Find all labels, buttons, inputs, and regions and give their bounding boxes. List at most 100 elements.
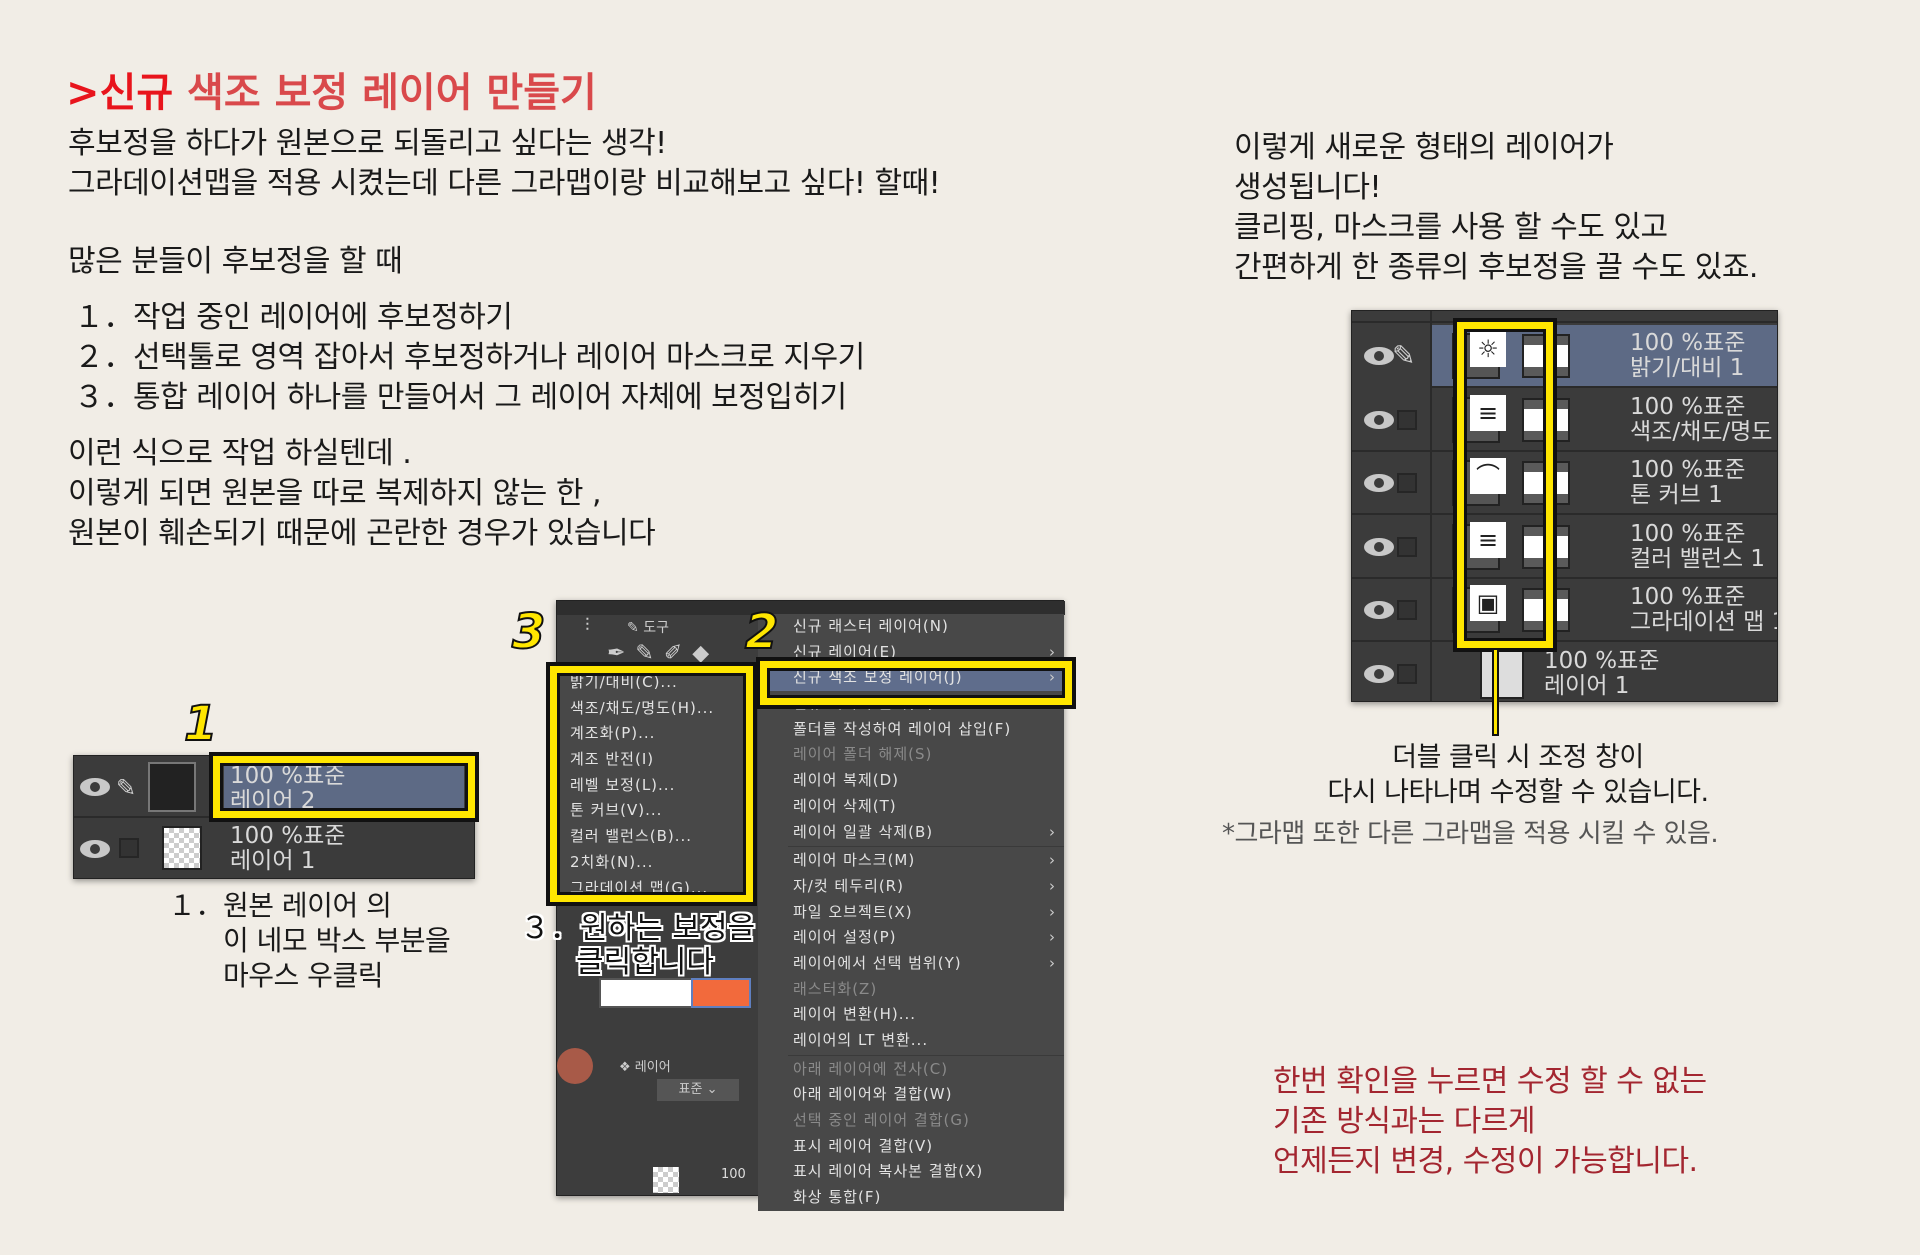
menu-item[interactable]: 표시 레이어 복사본 결합(X): [758, 1159, 1064, 1185]
menu-item[interactable]: 자/컷 테두리(R)›: [758, 874, 1064, 900]
eye-icon[interactable]: [1364, 537, 1394, 556]
blend-mode-select[interactable]: 표준 ⌄: [657, 1079, 739, 1101]
chevron-right-icon: ›: [1049, 902, 1056, 921]
menu-item[interactable]: 폴더를 작성하여 레이어 삽입(F): [758, 717, 1064, 743]
submenu-item[interactable]: 컬러 밸런스(B)...: [570, 827, 693, 846]
layer-thumbnail[interactable]: [1480, 648, 1524, 699]
submenu-item[interactable]: 계조화(P)...: [570, 724, 656, 743]
eye-icon[interactable]: [1364, 474, 1394, 492]
menu-item[interactable]: 신규 색조 보정 레이어(J) ›: [758, 665, 1064, 692]
menu-item-label: 레이어에서 선택 범위(Y): [793, 953, 962, 972]
menu-item[interactable]: 레이어 복제(D): [758, 768, 1064, 794]
menu-item-label: 신규 색조 보정 레이어(J): [793, 668, 963, 687]
pencil-icon: ✎: [627, 620, 644, 636]
layer-thumbnail[interactable]: [162, 826, 202, 870]
menu-item[interactable]: 아래 레이어와 결합(W): [758, 1082, 1064, 1108]
menu-item-label: 레이어 일괄 삭제(B): [793, 822, 934, 841]
menu-item[interactable]: 표시 레이어 결합(V): [758, 1134, 1064, 1160]
checkbox[interactable]: [1397, 473, 1417, 493]
eye-icon[interactable]: [80, 778, 110, 796]
step3-number: 3: [511, 604, 546, 660]
submenu-item[interactable]: 계조 반전(I): [570, 750, 655, 769]
eye-icon[interactable]: [1364, 410, 1394, 429]
menu-item[interactable]: 레이어에서 선택 범위(Y)›: [758, 951, 1064, 977]
menu-item-label: 신규 래스터 레이어(N): [793, 617, 949, 635]
step1-number: 1: [183, 696, 218, 752]
menu-item-label: 레이어 설정(P): [793, 928, 897, 947]
main-color-swatch[interactable]: [599, 978, 695, 1008]
checkbox[interactable]: [119, 838, 139, 858]
menu-item[interactable]: 신규 래스터 레이어(N): [758, 614, 1064, 640]
adjustment-icon: ▣: [1470, 585, 1506, 621]
menu-item[interactable]: 레이어 설정(P) ›: [758, 925, 1064, 951]
menu-item[interactable]: 파일 오브젝트(X)›: [758, 900, 1064, 926]
menu-item[interactable]: 레이어의 LT 변환...: [758, 1028, 1064, 1054]
menu-item[interactable]: 레이어 폴더 해제(S): [758, 742, 1064, 768]
menu-item[interactable]: 레이어 변환(H)...: [758, 1002, 1064, 1028]
checkbox[interactable]: [1397, 409, 1417, 430]
submenu-item[interactable]: 2치화(N)...: [570, 852, 654, 871]
eye-icon[interactable]: [80, 840, 110, 858]
pencil-icon: ✎: [1392, 339, 1416, 372]
menu-separator: [788, 1054, 1064, 1056]
menu-item[interactable]: 레이어 마스크(M) ›: [758, 848, 1064, 874]
gradient-map-note: *그라맵 또한 다른 그라맵을 적용 시킬 수 있음.: [1222, 819, 1719, 849]
menu-item-label: 선택 중인 레이어 결합(G): [793, 1111, 970, 1130]
menu-item[interactable]: 화상 통합(F): [758, 1185, 1064, 1211]
highlight-box-step1: [209, 752, 479, 822]
tab-tool[interactable]: ✎ 도구: [627, 620, 669, 636]
checkbox[interactable]: [1397, 536, 1417, 557]
menu-item-label: 레이어 마스크(M): [793, 851, 916, 870]
adjustment-icon: ☼: [1470, 331, 1506, 367]
menu-item[interactable]: 신규 레이어(E) ›: [758, 640, 1064, 666]
eye-icon[interactable]: [1364, 664, 1394, 683]
color-correction-submenu: 밝기/대비(C)... 색조/채도/명도(H)... 계조화(P)... 계조 반전(…: [556, 670, 751, 902]
submenu-item[interactable]: 밝기/대비(C)...: [570, 673, 678, 691]
layer-thumbnail[interactable]: [148, 762, 196, 812]
step2-number: 2: [744, 604, 779, 660]
tool-icons[interactable]: ✒✎✐◆: [607, 641, 720, 666]
intro-text: 후보정을 하다가 원본으로 되돌리고 싶다는 생각!그라데이션맵을 적용 시켰는…: [68, 126, 941, 201]
chevron-right-icon: ›: [1049, 851, 1056, 870]
settings-icon: ⫶: [585, 615, 590, 636]
menu-item-label: 표시 레이어 결합(V): [793, 1136, 934, 1155]
menu-item-label: 레이어의 LT 변환...: [793, 1031, 929, 1049]
submenu-item[interactable]: 레벨 보정(L)...: [570, 775, 676, 794]
chevron-right-icon: ›: [1049, 928, 1056, 947]
checkbox[interactable]: [1397, 600, 1417, 620]
chevron-right-icon: ›: [1049, 668, 1056, 687]
submenu-item[interactable]: 색조/채도/명도(H)...: [570, 698, 715, 717]
menu-item-label: 신규 레이어(E): [793, 642, 897, 661]
sub-color-swatch[interactable]: [691, 978, 751, 1008]
menu-item[interactable]: 선택 중인 레이어 결합(G): [758, 1108, 1064, 1134]
problem-text: 이런 식으로 작업 하실텐데 .이렇게 되면 원본을 따로 복제하지 않는 한 …: [68, 436, 656, 551]
submenu-item[interactable]: 톤 커브(V)...: [570, 801, 663, 820]
tab-layer[interactable]: ❖ 레이어: [619, 1060, 671, 1075]
menu-item[interactable]: 레이어 일괄 삭제(B)›: [758, 820, 1064, 846]
chevron-right-icon: ›: [1049, 642, 1056, 661]
submenu-item[interactable]: 그라데이션 맵(G)...: [570, 878, 709, 897]
menu-item-label: 레이어 폴더 해제(S): [793, 745, 933, 764]
page-title: >신규 색조 보정 레이어 만들기: [66, 70, 597, 116]
menu-item[interactable]: 래스터화(Z): [758, 977, 1064, 1003]
checkbox[interactable]: [1397, 663, 1417, 684]
layer-thumbnail[interactable]: [653, 1167, 679, 1193]
eye-icon[interactable]: [1364, 601, 1394, 619]
layer-context-menu: 신규 래스터 레이어(N)신규 레이어(E)›신규 색조 보정 레이어(J)›신…: [758, 614, 1064, 1211]
menu-item-label: 레이어 변환(H)...: [793, 1005, 917, 1024]
menu-item[interactable]: 아래 레이어에 전사(C): [758, 1057, 1064, 1083]
menu-item[interactable]: 레이어 삭제(T): [758, 794, 1064, 820]
menu-item-label: 레이어 복제(D): [793, 771, 900, 790]
eye-icon[interactable]: [1364, 347, 1394, 365]
